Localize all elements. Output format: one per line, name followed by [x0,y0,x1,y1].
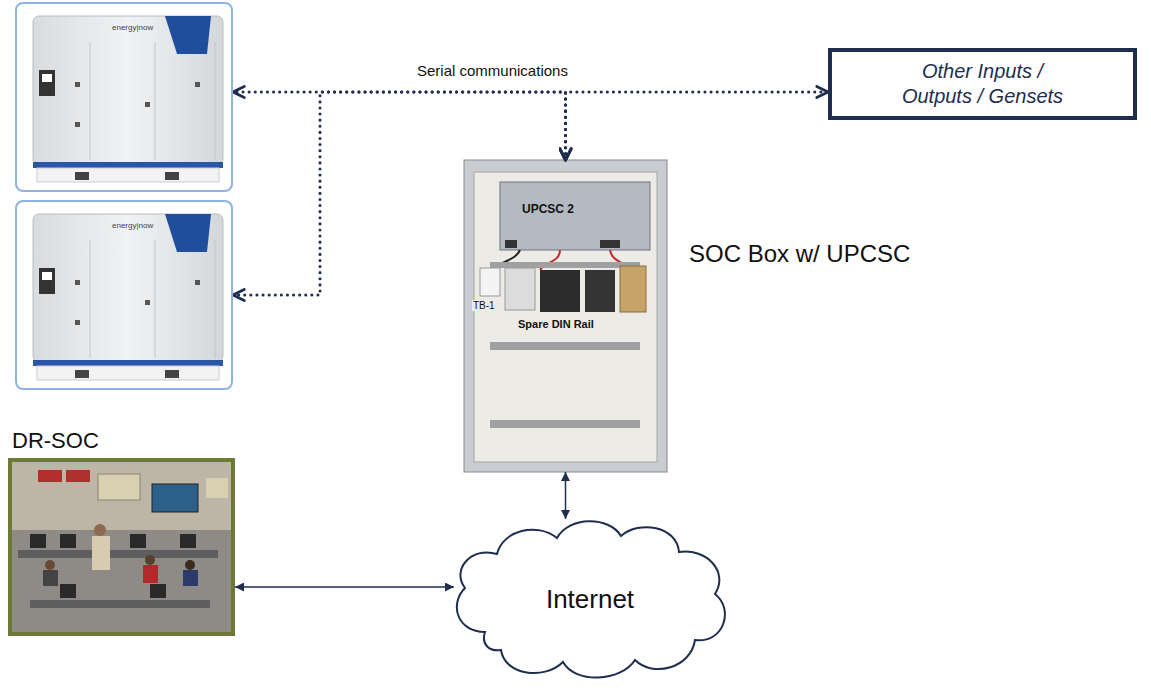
genset-illustration [33,16,223,182]
cloud-text: Internet [546,584,634,615]
control-room-photo [10,460,233,634]
enclosure-photo [464,160,667,472]
serial-link [233,92,566,295]
device-label: UPCSC 2 [522,202,574,216]
io-box: Other Inputs / Outputs / Gensets [828,48,1137,120]
box-text: Other Inputs / Outputs / Gensets [888,59,1078,109]
network-link [235,586,454,588]
serial-link [566,92,829,160]
network-link [565,472,567,519]
genset-illustration [33,214,223,380]
box-heading: SOC Box w/ UPCSC [689,240,910,268]
terminal-label: TB-1 [472,300,496,311]
rail-label: Spare DIN Rail [516,318,596,330]
cloud-shape: Internet [445,512,735,686]
logo-text: energy|now [112,221,153,230]
genset-frame: energy|now [15,200,233,390]
frame-heading: DR-SOC [12,428,99,454]
enclosure-box: SOC Box w/ UPCSCUPCSC 2TB-1Spare DIN Rai… [464,160,667,472]
serial-link [233,92,566,160]
genset-frame: energy|now [15,2,233,192]
edge-label: Serial communications [415,62,570,79]
logo-text: energy|now [112,23,153,32]
control-room-frame: DR-SOC [8,458,235,636]
